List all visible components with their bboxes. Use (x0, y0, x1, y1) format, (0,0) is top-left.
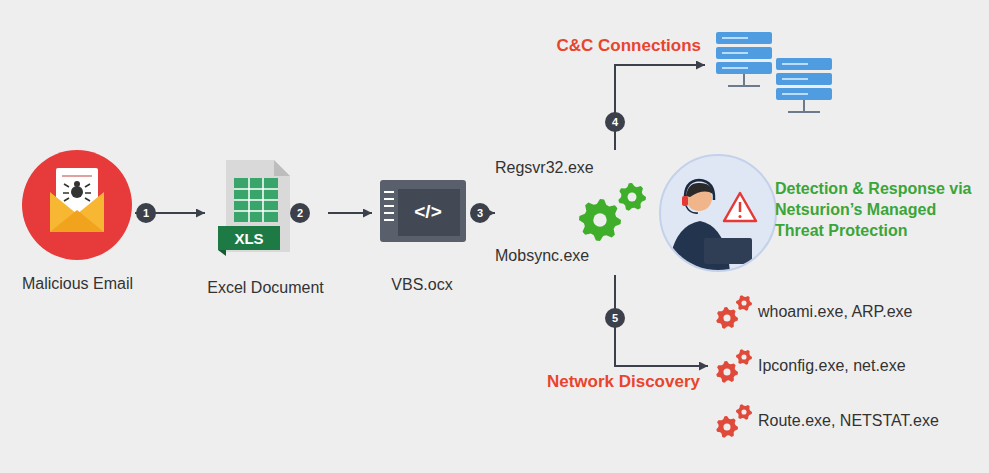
tool-node: Route.exe, NETSTAT.exe (708, 404, 945, 438)
excel-icon-part (226, 160, 290, 252)
server-icon-part (728, 74, 760, 86)
email-icon-part (71, 186, 83, 198)
gear-outline (618, 183, 646, 211)
excel-icon-part (274, 160, 290, 176)
gear-symbol (579, 199, 621, 241)
tool-node: whoami.exe, ARP.exe (708, 295, 938, 329)
callout-number: 1 (136, 203, 156, 223)
callout-number: 4 (605, 112, 625, 132)
gear-outline (736, 349, 752, 364)
code-symbol: </> (414, 201, 441, 223)
excel-icon (218, 160, 290, 256)
node-label: Mobsync.exe (495, 246, 595, 266)
gear-hole (723, 314, 730, 321)
process-name: Regsvr32.exe (495, 158, 595, 178)
gear-symbol (618, 183, 646, 211)
gear-symbol (716, 416, 738, 438)
gear-outline (716, 361, 738, 383)
excel-icon-part (218, 226, 280, 250)
node-label: Detection & Response via Netsurion’s Man… (775, 178, 980, 241)
gear-icons (579, 183, 752, 438)
gear-symbol (736, 404, 752, 419)
analyst-icon-part (724, 193, 756, 221)
gear-hole (741, 409, 746, 414)
gear-hole (593, 213, 606, 226)
gear-outline (716, 307, 738, 329)
email-icon-part (22, 150, 132, 260)
gear-outline (736, 295, 752, 310)
email-icon-part (50, 192, 104, 232)
analyst-icon-part (739, 202, 742, 212)
process-node: Regsvr32.exeMobsync.exe (495, 150, 655, 275)
excel-icon-part (218, 250, 226, 256)
callout-number: 5 (605, 308, 625, 328)
gear-hole (723, 423, 730, 430)
email-icon (22, 150, 132, 260)
callout-number: 2 (290, 203, 310, 223)
node-label: whoami.exe, ARP.exe (758, 302, 936, 322)
tool-node: Ipconfig.exe, net.exe (708, 349, 938, 383)
email-icon-part (62, 175, 92, 177)
email-node: Malicious Email (20, 148, 135, 300)
node-label: Route.exe, NETSTAT.exe (758, 411, 943, 431)
flow-arrow (615, 65, 705, 150)
analyst-icon (660, 155, 776, 272)
gear-hole (723, 368, 730, 375)
server-icon-part (722, 38, 808, 94)
flow-arrow (328, 212, 372, 214)
analyst-icon-part (660, 155, 776, 271)
document-node: Excel Document (205, 158, 328, 302)
node-label: C&C Connections (553, 36, 701, 56)
code-window-icon (380, 180, 466, 242)
gear-outline (716, 416, 738, 438)
email-icon-part (63, 184, 91, 201)
edge-label: Network Discovery (540, 372, 700, 392)
analyst-icon-part (739, 215, 742, 218)
gear-symbol (736, 349, 752, 364)
analyst-icon-part-part (686, 206, 698, 213)
excel-icon-part (234, 178, 278, 222)
script-node: VBS.ocx (372, 175, 472, 300)
gear-hole (628, 193, 637, 202)
gear-symbol (716, 307, 738, 329)
file-type-label: XLS (234, 230, 263, 247)
analyst-icon-part-part (685, 180, 714, 200)
callout-number: 3 (470, 203, 490, 223)
code-window-icon-part (380, 180, 466, 242)
node-label: Excel Document (205, 278, 326, 298)
code-window-icon-part (398, 189, 460, 236)
email-icon-part (74, 181, 80, 187)
node-label: VBS.ocx (372, 275, 472, 295)
excel-icon-part (234, 178, 278, 222)
node-label: Malicious Email (20, 274, 135, 294)
gear-symbol (736, 295, 752, 310)
gear-hole (741, 354, 746, 359)
flow-arrow (615, 275, 708, 366)
gear-symbol (716, 361, 738, 383)
gear-hole (741, 300, 746, 305)
response-node: Detection & Response via Netsurion’s Man… (662, 148, 982, 278)
server-icon (716, 32, 832, 112)
code-window-icon-part (384, 192, 394, 220)
node-label: Ipconfig.exe, net.exe (758, 356, 936, 376)
analyst-icon-part-part (682, 196, 688, 206)
gear-outline (736, 404, 752, 419)
analyst-icon-part-part (704, 238, 752, 264)
gear-outline (579, 199, 621, 241)
server-node: C&C Connections (705, 22, 845, 117)
email-icon-part (50, 210, 104, 232)
server-icon-part (788, 100, 820, 112)
